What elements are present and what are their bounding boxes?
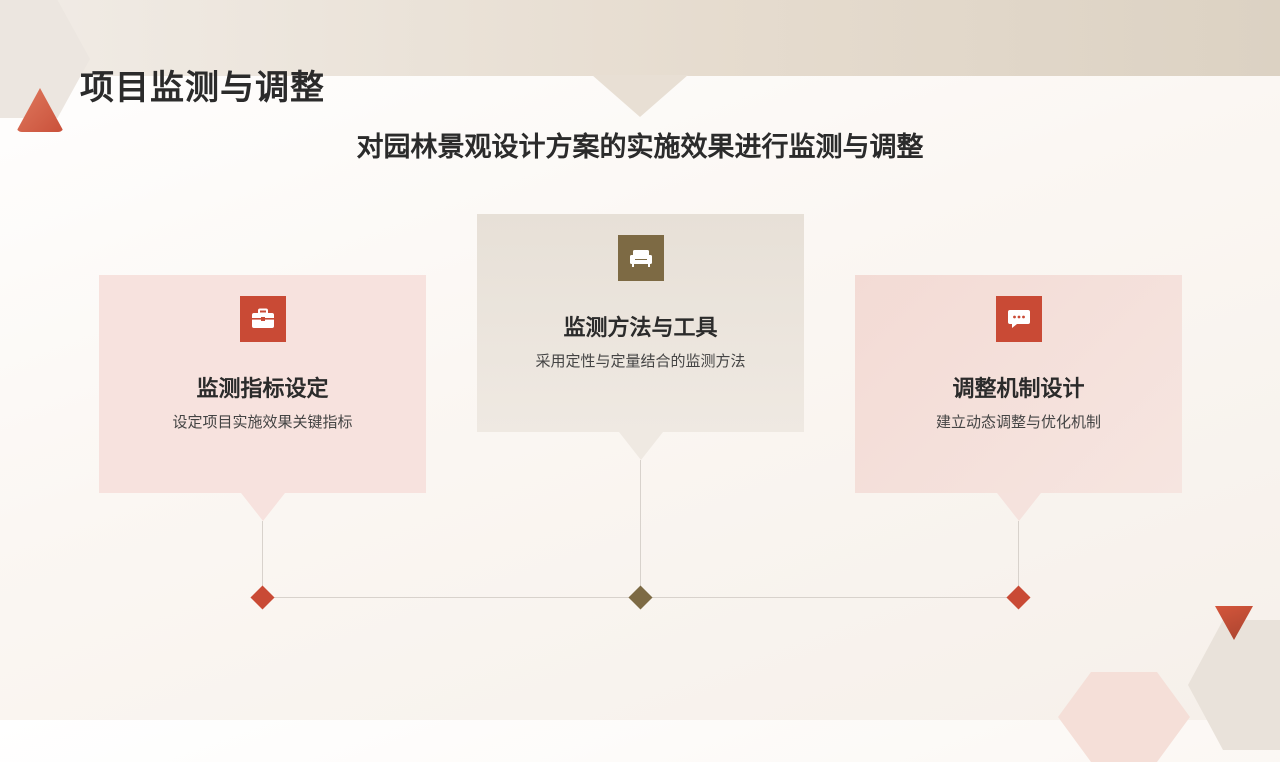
- connector-line-2: [640, 460, 641, 598]
- card-monitoring-methods: 监测方法与工具 采用定性与定量结合的监测方法: [477, 214, 804, 460]
- briefcase-icon: [239, 296, 286, 342]
- card-description: 采用定性与定量结合的监测方法: [535, 352, 746, 370]
- top-band-decoration: [0, 0, 1280, 76]
- sofa-icon: [617, 235, 664, 281]
- card-monitoring-indicators: 监测指标设定 设定项目实施效果关键指标: [99, 275, 426, 521]
- page-subtitle: 对园林景观设计方案的实施效果进行监测与调整: [356, 132, 924, 163]
- hexagon-decoration-bottom: [1058, 672, 1190, 762]
- timeline-marker-1: [250, 585, 275, 610]
- card-adjustment-mechanism: 调整机制设计 建立动态调整与优化机制: [855, 275, 1182, 521]
- timeline-marker-3: [1006, 585, 1031, 610]
- card-title: 监测指标设定: [196, 377, 329, 402]
- card-title: 监测方法与工具: [563, 316, 718, 341]
- timeline-marker-2: [628, 585, 653, 610]
- chat-bubble-icon: [995, 296, 1042, 342]
- top-notch-decoration: [592, 75, 688, 117]
- connector-line-3: [1018, 521, 1019, 598]
- card-description: 建立动态调整与优化机制: [935, 413, 1101, 431]
- card-description: 设定项目实施效果关键指标: [172, 413, 353, 431]
- card-pointer: [996, 493, 1041, 521]
- page-title: 项目监测与调整: [80, 68, 325, 108]
- connector-line-1: [262, 521, 263, 598]
- card-pointer: [618, 432, 663, 460]
- card-title: 调整机制设计: [952, 377, 1085, 402]
- card-pointer: [240, 493, 285, 521]
